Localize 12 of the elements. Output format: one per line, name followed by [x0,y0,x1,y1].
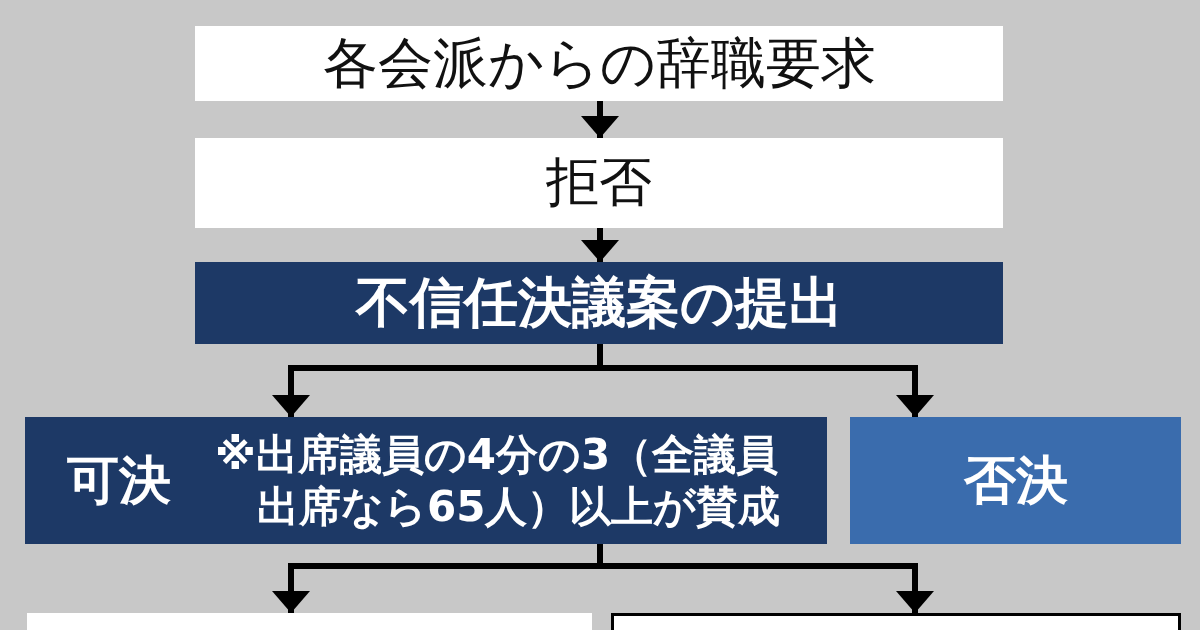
outcome-box [27,613,592,630]
arrow [581,101,619,138]
result-box: 否決 [850,417,1181,544]
result-label: 可決 [67,448,171,512]
arrow [597,544,934,613]
arrow [581,228,619,262]
result-box [25,417,827,544]
step-box: 不信任決議案の提出 [195,262,1003,344]
condition-note: ※出席議員の4分の3（全議員出席なら65人）以上が賛成 [215,429,782,533]
step-box: 拒否 [195,138,1003,228]
outcome-box [611,613,1181,630]
step-box: 各会派からの辞職要求 [195,26,1003,101]
